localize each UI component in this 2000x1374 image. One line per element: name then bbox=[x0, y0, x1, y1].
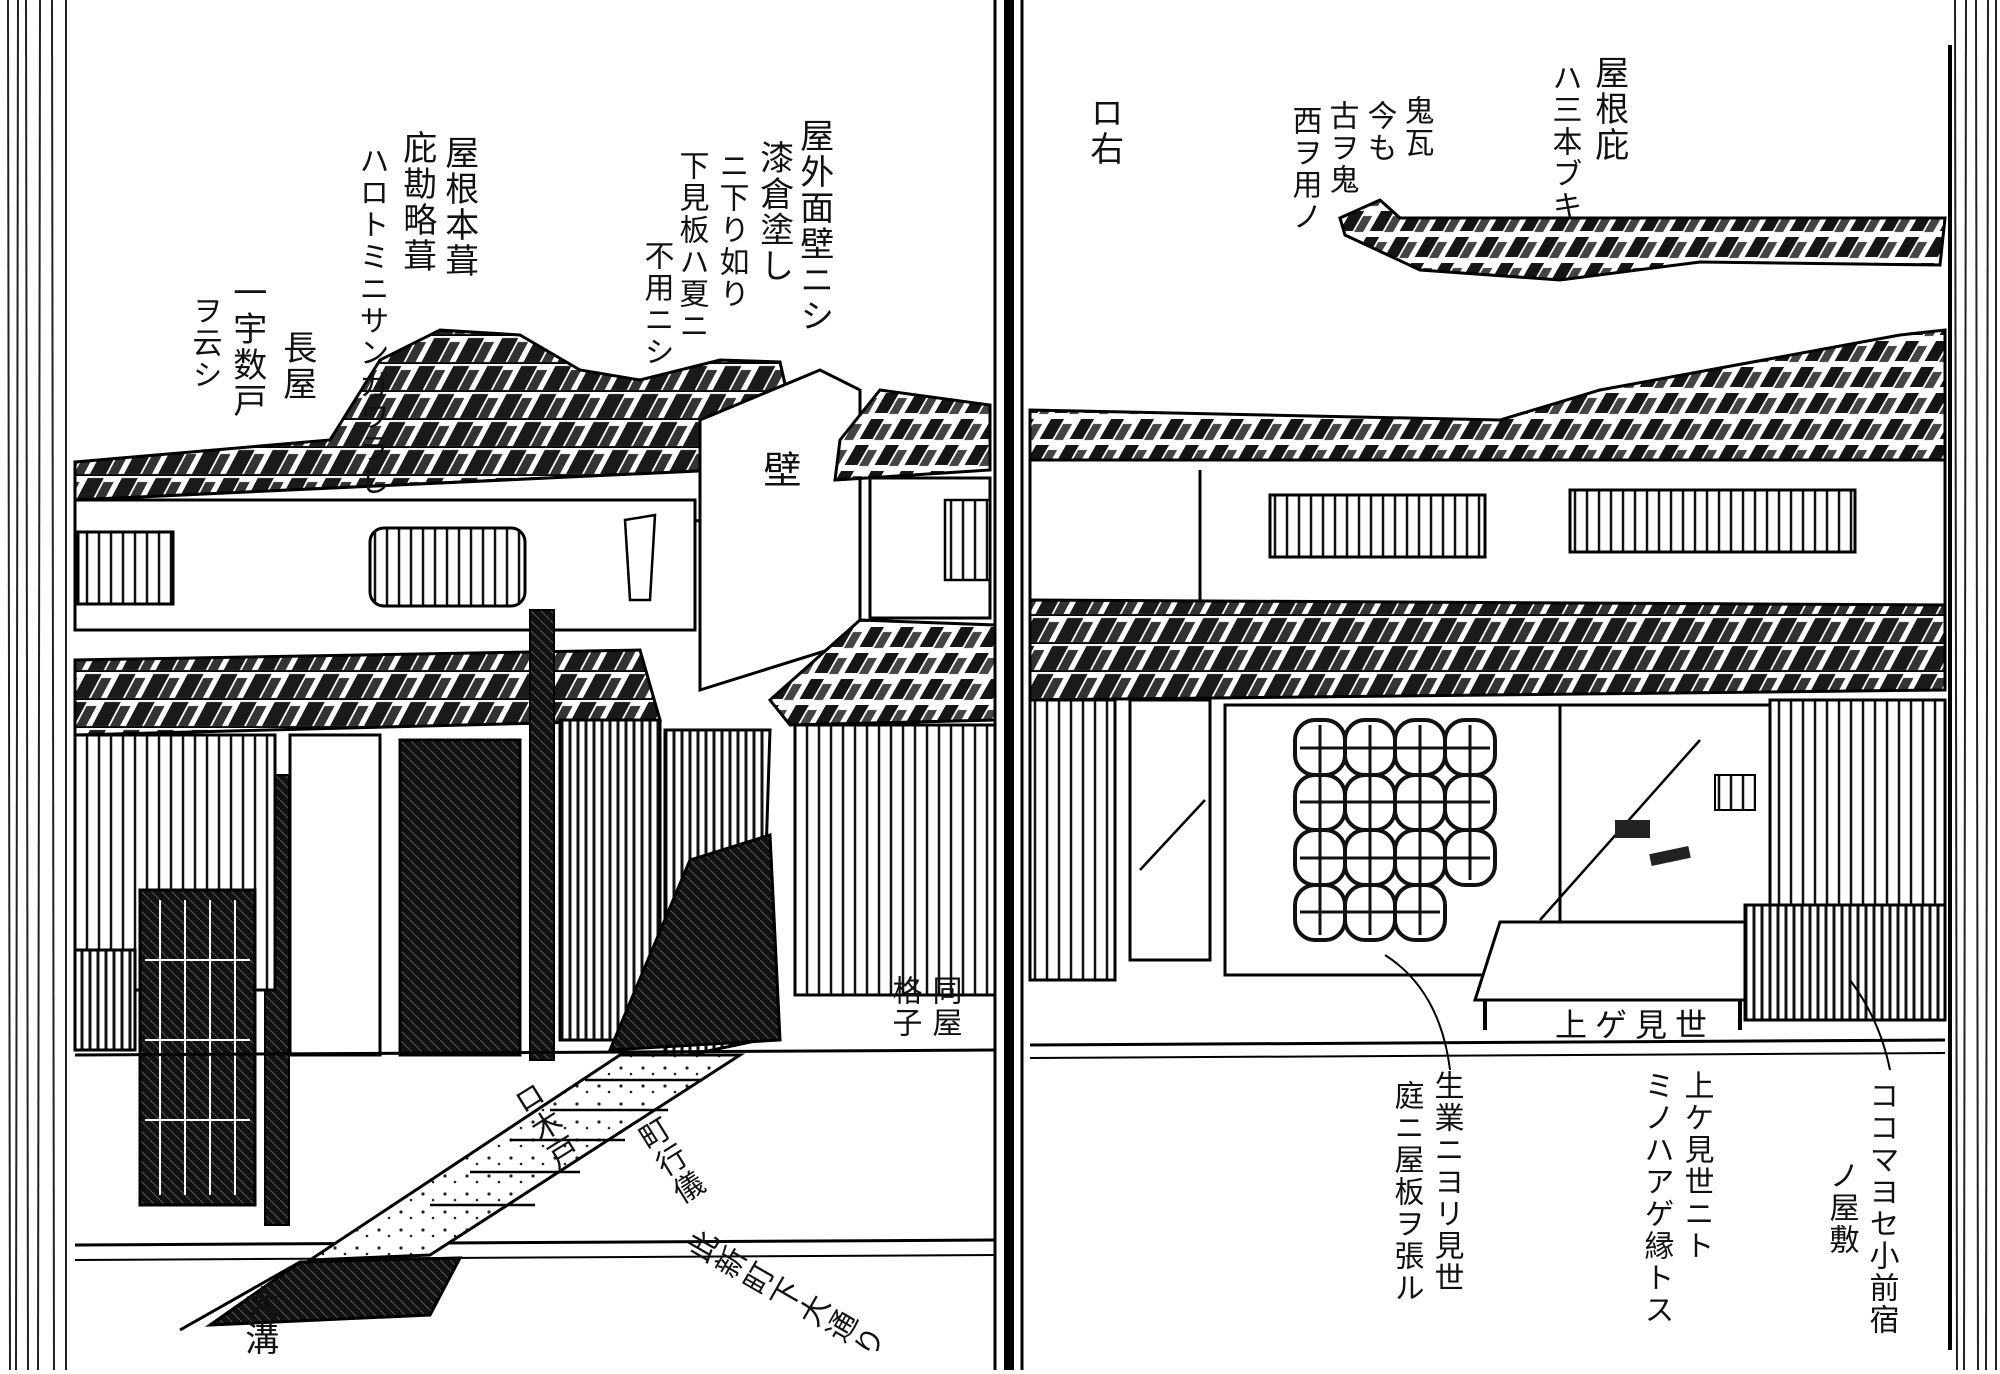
small-lattice bbox=[73, 948, 137, 1052]
lattice-front bbox=[793, 723, 997, 997]
wall-bracket bbox=[623, 513, 657, 602]
note-bottom-2: 庭ニ屋板ヲ張ル bbox=[1388, 1080, 1424, 1304]
right-edge-lines bbox=[1954, 0, 1997, 1371]
lattice-label-1: 同屋 bbox=[926, 975, 962, 1039]
leader-line-1 bbox=[1384, 954, 1451, 1071]
note-eaves: 庇勘略葺 bbox=[396, 130, 437, 274]
ditch-label: 大溝 bbox=[238, 1285, 279, 1357]
street-line-1 bbox=[1029, 1038, 1946, 1047]
wall-vent-2 bbox=[368, 526, 527, 608]
note-bottom-1: 生業ニヨリ見世 bbox=[1428, 1070, 1464, 1294]
left-scene bbox=[73, 328, 997, 1332]
note-board: 下見板ハ夏ニ bbox=[673, 150, 709, 342]
platform-label: 上ゲ見世 bbox=[1555, 1006, 1716, 1044]
kido-gate bbox=[138, 888, 257, 1207]
interior-object-2 bbox=[1649, 845, 1691, 867]
wall-building bbox=[698, 368, 862, 693]
kido-gate-bars bbox=[145, 900, 250, 1195]
right-building-window bbox=[943, 498, 992, 582]
left-edge-lines bbox=[7, 0, 67, 1371]
dark-door bbox=[398, 738, 522, 1057]
note-roof-1: 屋根庇 bbox=[1588, 55, 1629, 163]
ditch bbox=[204, 1256, 463, 1327]
street-line-2 bbox=[1029, 1052, 1946, 1059]
right-building-roof bbox=[833, 388, 992, 482]
gutter bbox=[1004, 0, 1014, 1370]
wall-vent-1 bbox=[76, 530, 175, 606]
plain-wall bbox=[288, 733, 382, 1057]
note-tile-4: 西ヲ用ノ bbox=[1286, 105, 1322, 233]
alley-shadow bbox=[607, 832, 782, 1052]
upper-vent-2 bbox=[1568, 488, 1857, 554]
ground-line-2 bbox=[74, 1238, 996, 1247]
note-exterior-wall: 屋外面壁ニシ bbox=[793, 118, 834, 334]
note-bottom-6: ノ屋敷 bbox=[1823, 1160, 1859, 1256]
right-lower-roof bbox=[767, 618, 997, 727]
low-fence bbox=[1743, 903, 1947, 1022]
left-edge bbox=[0, 0, 70, 1370]
stone-path bbox=[304, 1053, 746, 1262]
left-shutter bbox=[1028, 698, 1117, 982]
main-roof bbox=[1028, 328, 1947, 472]
interior-window bbox=[1714, 774, 1756, 811]
upper-vent-1 bbox=[1268, 493, 1487, 559]
bale-ties bbox=[1300, 725, 1490, 935]
leader-line-2 bbox=[1849, 979, 1891, 1071]
note-sangawara: ハロトミニサンガワラし bbox=[353, 145, 389, 497]
side-entry-stair bbox=[1139, 799, 1206, 871]
note-units: 一宇数戸 bbox=[226, 275, 267, 419]
right-lattice bbox=[1768, 698, 1947, 942]
ground-line-1 bbox=[74, 1048, 996, 1057]
tall-post bbox=[529, 609, 555, 1061]
wall-label: 壁 bbox=[756, 450, 801, 490]
note-tile-3: 古ヲ鬼 bbox=[1323, 100, 1359, 196]
note-roof-thatch: 屋根本葺 bbox=[438, 135, 479, 279]
note-lacquer: 漆倉塗し bbox=[753, 140, 794, 284]
note-roof-2: ハ三本ブキ bbox=[1546, 62, 1582, 222]
note-bottom-3: 上ケ見世ニト bbox=[1678, 1070, 1714, 1262]
side-entry bbox=[1128, 698, 1212, 962]
note-bottom-5: ココマヨセ小前宿 bbox=[1863, 1080, 1899, 1336]
interior-object-1 bbox=[1615, 820, 1650, 838]
upper-wall bbox=[1028, 458, 1947, 607]
note-tile-1: 鬼瓦 bbox=[1398, 95, 1434, 159]
ditch-edge bbox=[179, 1260, 301, 1332]
note-unused: 不用ニシ bbox=[638, 240, 674, 368]
note-tile-2: 今も bbox=[1361, 100, 1397, 164]
lattice-label-2: 格子 bbox=[886, 975, 922, 1039]
note-nagaya: 長屋 bbox=[276, 330, 317, 402]
door-label: ロ右 bbox=[1083, 95, 1124, 167]
note-like: ニ下り如り bbox=[713, 150, 749, 310]
note-units2: ヲ云シ bbox=[186, 295, 222, 391]
right-scene bbox=[1028, 198, 1947, 1071]
ground-line-3 bbox=[74, 1254, 996, 1261]
lower-roof bbox=[1028, 598, 1947, 702]
stone-path-joints bbox=[430, 1078, 703, 1207]
note-bottom-4: ミノハアゲ縁トス bbox=[1638, 1070, 1674, 1326]
onigawara-fragment bbox=[1338, 198, 1947, 282]
agemise-platform bbox=[1472, 920, 1773, 1002]
